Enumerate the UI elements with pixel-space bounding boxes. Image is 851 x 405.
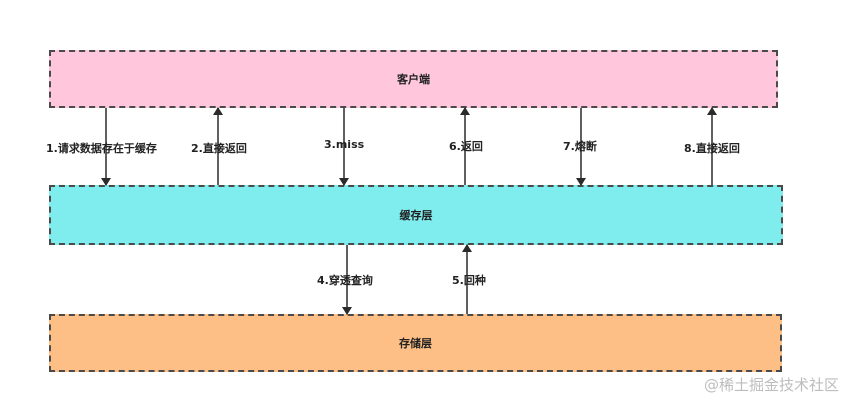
step-7-label: 7.熔断 bbox=[563, 140, 597, 153]
cache-layer-label: 缓存层 bbox=[399, 209, 433, 222]
step-1-label: 1.请求数据存在于缓存 bbox=[46, 142, 157, 155]
step-5-label: 5.回种 bbox=[452, 274, 486, 287]
watermark: @稀土掘金技术社区 bbox=[703, 376, 839, 394]
step-6-label: 6.返回 bbox=[449, 140, 483, 153]
step-8-label: 8.直接返回 bbox=[684, 142, 740, 155]
storage-layer-label: 存储层 bbox=[399, 337, 432, 350]
storage-layer: 存储层 bbox=[49, 314, 782, 372]
step-4-label: 4.穿透查询 bbox=[317, 274, 373, 287]
step-2-label: 2.直接返回 bbox=[191, 142, 247, 155]
client-layer: 客户端 bbox=[49, 50, 778, 108]
step-3-label: 3.miss bbox=[324, 138, 365, 151]
cache-layer: 缓存层 bbox=[49, 185, 783, 245]
client-layer-label: 客户端 bbox=[397, 73, 430, 86]
